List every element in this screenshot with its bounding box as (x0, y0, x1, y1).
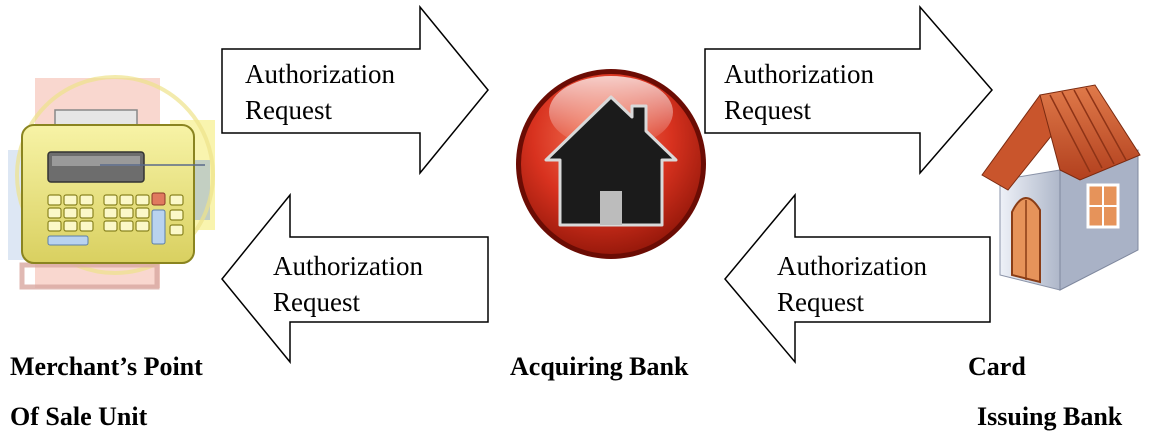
acquirer-label: Acquiring Bank (510, 352, 689, 381)
merchant-label-line1: Merchant’s Point (10, 352, 203, 381)
arrow-label-line1: Authorization (724, 59, 874, 89)
arrow-label-line1: Authorization (245, 59, 395, 89)
arrow-label-line1: Authorization (777, 251, 927, 281)
arrow-label-line1: Authorization (273, 251, 423, 281)
arrow-label-bottom-left: Authorization Request (273, 248, 423, 320)
arrow-label-line2: Request (724, 95, 811, 125)
arrow-merchant-to-acquirer (221, 4, 489, 176)
arrow-label-bottom-right: Authorization Request (777, 248, 927, 320)
arrow-issuer-to-acquirer (724, 192, 991, 365)
arrow-label-top-left: Authorization Request (245, 56, 395, 128)
arrow-label-line2: Request (777, 287, 864, 317)
arrow-acquirer-to-issuer (704, 4, 993, 176)
merchant-label-line2: Of Sale Unit (10, 402, 148, 431)
arrow-label-line2: Request (245, 95, 332, 125)
arrow-label-top-right: Authorization Request (724, 56, 874, 128)
arrow-label-line2: Request (273, 287, 360, 317)
issuer-label-line2: Issuing Bank (977, 402, 1123, 431)
issuer-label-line1: Card (968, 352, 1026, 381)
arrow-acquirer-to-merchant (221, 192, 489, 365)
